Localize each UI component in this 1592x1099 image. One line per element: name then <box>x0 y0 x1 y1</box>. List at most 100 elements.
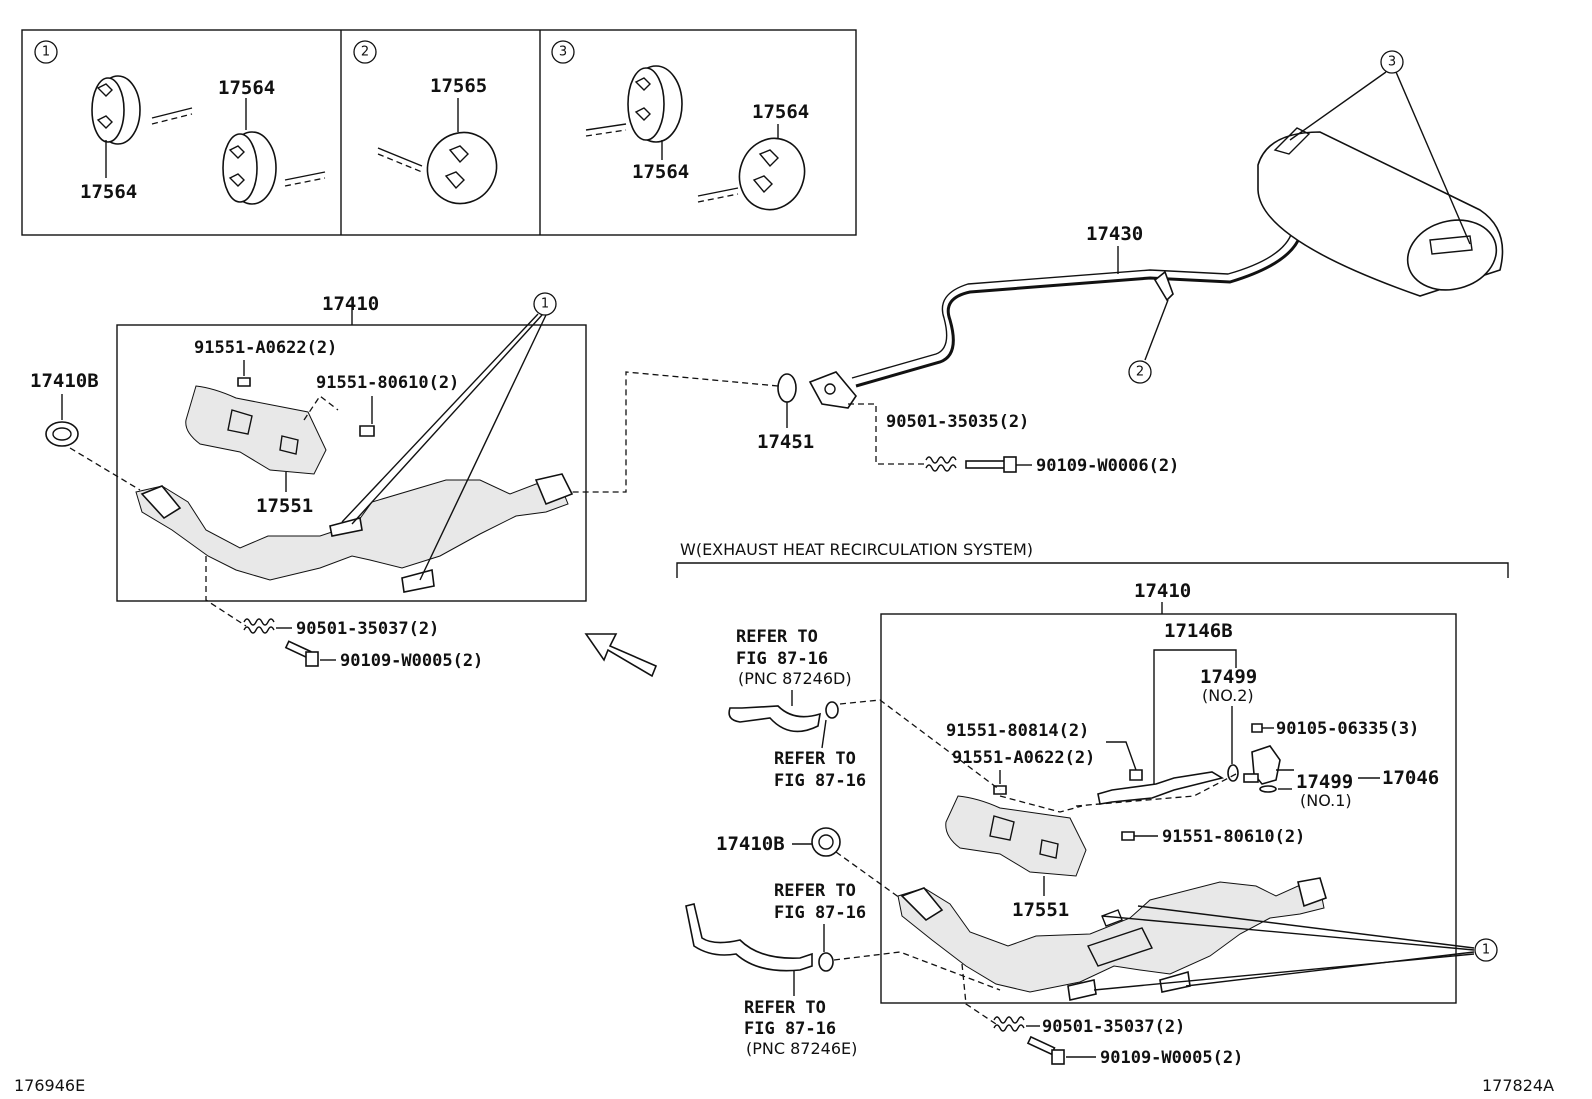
refer-note-bot-line2: FIG 87-16 <box>744 1019 836 1039</box>
hose-clamp-icon <box>818 952 834 972</box>
catalytic-converter-icon <box>135 473 574 593</box>
part-label-17564-d: 17564 <box>752 101 809 123</box>
gasket-icon <box>811 827 841 857</box>
ref-circle-1 <box>1474 938 1498 962</box>
part-label-17564-b: 17564 <box>218 77 275 99</box>
part-note-no1: (NO.1) <box>1300 791 1352 810</box>
part-label-90109-W0006: 90109-W0006(2) <box>1036 456 1179 476</box>
hanger-rubber-icon <box>627 65 683 143</box>
part-label-91551-80814: 91551-80814(2) <box>946 721 1089 741</box>
spring-icon <box>925 456 957 472</box>
part-label-17499-no1: 17499 <box>1296 771 1353 793</box>
heat-insulator-icon <box>185 385 327 475</box>
ref-circle-2 <box>1128 360 1152 384</box>
part-label-17046: 17046 <box>1382 767 1439 789</box>
svg-text:3: 3 <box>1388 55 1396 70</box>
lower-assy-frame <box>880 613 1457 1004</box>
ref-circle-2-label: 2 <box>361 45 369 60</box>
part-label-90501-35037-lower: 90501-35037(2) <box>1042 1017 1185 1037</box>
hanger-rubber-icon <box>738 137 806 211</box>
gasket-icon <box>777 373 797 403</box>
bolt-icon <box>1026 1035 1065 1065</box>
part-label-17565: 17565 <box>430 75 487 97</box>
part-label-17410B-lower: 17410B <box>716 833 785 855</box>
part-note-no2: (NO.2) <box>1202 686 1254 705</box>
part-label-17410B-upper: 17410B <box>30 370 99 392</box>
refer-note-bot-line1: REFER TO <box>744 998 826 1018</box>
bolt-icon <box>1129 769 1143 781</box>
part-label-17551-lower: 17551 <box>1012 899 1069 921</box>
part-label-90109-W0005-lower: 90109-W0005(2) <box>1100 1048 1243 1068</box>
egr-valve-icon <box>1243 745 1281 785</box>
upper-converter-section: 17410 17410B 91551-A0622(2) 91551-80610(… <box>30 292 658 678</box>
refer-note-mid-line2: FIG 87-16 <box>774 771 866 791</box>
hanger-bracket-icon <box>1153 270 1174 302</box>
section-header-ehr: W(EXHAUST HEAT RECIRCULATION SYSTEM) <box>680 540 1033 559</box>
bolt-icon <box>359 425 375 437</box>
refer-note-top-line1: REFER TO <box>736 627 818 647</box>
spring-icon <box>993 1016 1025 1032</box>
ref-circle-3 <box>551 40 575 64</box>
direction-arrow-icon <box>584 633 658 678</box>
tailpipe-assembly: 2 3 17430 17451 90501-35035(2) 90109-W00… <box>570 50 1504 493</box>
ref-circle-3-label: 3 <box>559 45 567 60</box>
mount-box-panel: 1 17564 17564 2 17565 3 <box>21 29 857 236</box>
water-hose-icon <box>728 705 822 733</box>
part-label-91551-A0622-upper: 91551-A0622(2) <box>194 338 337 358</box>
part-label-90501-35037-upper: 90501-35037(2) <box>296 619 439 639</box>
bolt-icon <box>284 640 319 667</box>
hanger-rubber-icon <box>426 131 498 205</box>
figure-code-left: 176946E <box>14 1076 85 1095</box>
part-label-17564-a: 17564 <box>80 181 137 203</box>
ref-circle-2 <box>353 40 377 64</box>
part-label-17430: 17430 <box>1086 223 1143 245</box>
part-label-90109-W0005-upper: 90109-W0005(2) <box>340 651 483 671</box>
part-label-17146B: 17146B <box>1164 620 1233 642</box>
gasket-icon <box>1259 785 1277 793</box>
refer-note-top-line3: (PNC 87246D) <box>738 669 852 688</box>
lower-ehr-section: W(EXHAUST HEAT RECIRCULATION SYSTEM) 174… <box>676 540 1509 1068</box>
svg-text:2: 2 <box>1136 365 1144 380</box>
ref-circle-1 <box>34 40 58 64</box>
upper-assy-frame <box>116 324 587 602</box>
bolt-icon <box>965 456 1017 473</box>
part-label-91551-80610-lower: 91551-80610(2) <box>1162 827 1305 847</box>
pipe-flange-icon <box>808 371 857 409</box>
part-label-17551-upper: 17551 <box>256 495 313 517</box>
bolt-icon <box>237 377 251 387</box>
part-label-17451: 17451 <box>757 431 814 453</box>
svg-text:1: 1 <box>541 297 549 312</box>
ref-circle-1-label: 1 <box>42 45 50 60</box>
catalytic-converter-icon <box>897 877 1327 1001</box>
heat-insulator-icon <box>945 795 1087 877</box>
part-label-17499-no2: 17499 <box>1200 666 1257 688</box>
spring-icon <box>243 618 275 634</box>
refer-note-mid-line1: REFER TO <box>774 749 856 769</box>
ref-circle-1 <box>533 292 557 316</box>
bolt-icon <box>1121 831 1135 841</box>
part-label-91551-80610-upper: 91551-80610(2) <box>316 373 459 393</box>
part-label-90105-06335: 90105-06335(3) <box>1276 719 1419 739</box>
part-label-91551-A0622-lower: 91551-A0622(2) <box>952 748 1095 768</box>
hose-clamp-icon <box>825 701 839 719</box>
figure-code-right: 177824A <box>1482 1076 1554 1095</box>
hanger-rubber-icon <box>222 131 277 205</box>
refer-note-low-line1: REFER TO <box>774 881 856 901</box>
part-label-17564-c: 17564 <box>632 161 689 183</box>
hanger-rubber-icon <box>91 75 141 145</box>
gasket-icon <box>45 421 79 447</box>
refer-note-low-line2: FIG 87-16 <box>774 903 866 923</box>
part-label-17410-upper: 17410 <box>322 293 379 315</box>
part-label-90501-35035: 90501-35035(2) <box>886 412 1029 432</box>
refer-note-top-line2: FIG 87-16 <box>736 649 828 669</box>
part-label-17410-lower: 17410 <box>1134 580 1191 602</box>
mount-box-frame <box>21 29 857 236</box>
bolt-icon <box>1251 723 1263 733</box>
svg-text:1: 1 <box>1482 943 1490 958</box>
gasket-icon <box>1227 764 1239 782</box>
refer-note-bot-line3: (PNC 87246E) <box>746 1039 857 1058</box>
ref-circle-3 <box>1380 50 1404 74</box>
water-hose-icon <box>685 903 813 972</box>
muffler-icon <box>1257 127 1504 297</box>
